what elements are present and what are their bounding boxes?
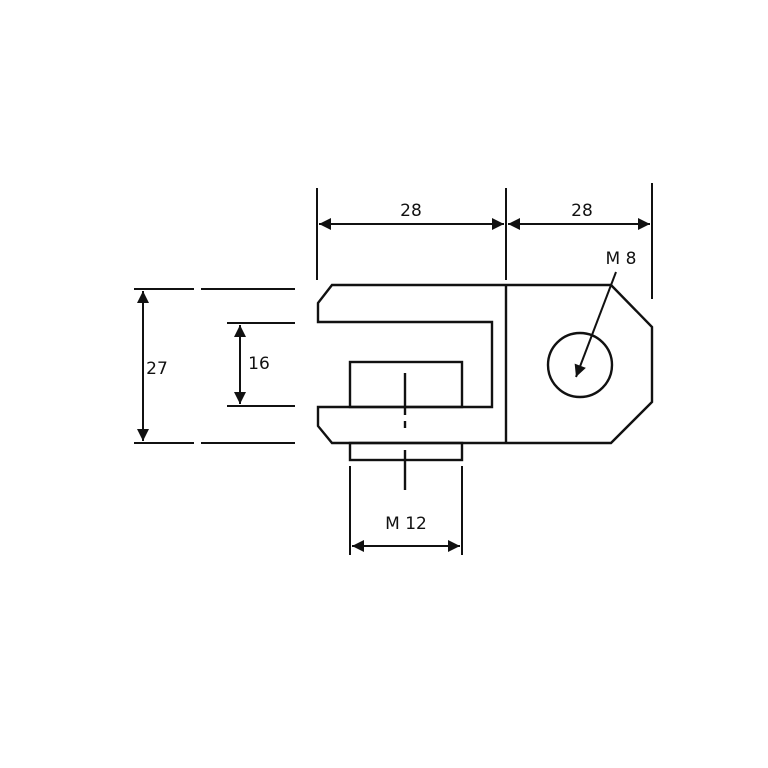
clevis-body-outline [316, 283, 506, 445]
dim-thread-shank: M 12 [385, 514, 427, 534]
eye-outline [506, 283, 654, 445]
leader-line-eye-hole [574, 271, 617, 378]
eye-hole-circle [546, 331, 614, 399]
dim-slot-width: 16 [248, 354, 270, 374]
dim-eye-hole: M 8 [606, 249, 637, 269]
dim-overall-height: 27 [146, 359, 168, 379]
dim-clevis-length: 28 [400, 201, 422, 221]
dim-eye-length: 28 [571, 201, 593, 221]
